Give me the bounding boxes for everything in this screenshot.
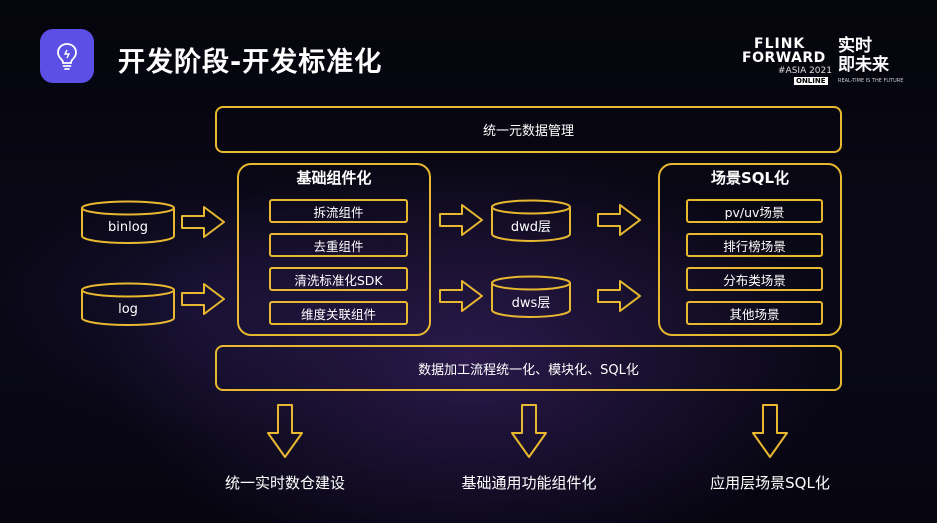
arrow-down-icon (511, 404, 547, 458)
component-group-title: 基础组件化 (296, 169, 372, 187)
outcome-label: 统一实时数仓建设 (224, 474, 345, 492)
component-item: 清洗标准化SDK (269, 267, 408, 291)
dwd-layer-label: dwd层 (510, 219, 552, 235)
logo-line4: ONLINE (794, 77, 828, 85)
arrow-down-icon (267, 404, 303, 458)
log-source-cylinder (81, 282, 175, 326)
logo-cn2: 即未来 (838, 55, 889, 75)
component-item: 拆流组件 (269, 199, 408, 223)
component-group-frame (237, 163, 431, 336)
outcome-label: 应用层场景SQL化 (710, 474, 830, 492)
sql-item: 分布类场景 (686, 267, 823, 291)
logo-line3: #ASIA 2021 (778, 66, 832, 76)
logo-tagline: REAL-TIME IS THE FUTURE (838, 78, 904, 84)
arrow-right-icon (181, 206, 225, 238)
arrow-right-icon (597, 204, 641, 236)
logo-line2: FORWARD (742, 50, 826, 66)
arrow-right-icon (439, 280, 483, 312)
sql-group-frame (658, 163, 842, 336)
arrow-right-icon (597, 280, 641, 312)
binlog-label: binlog (108, 219, 148, 235)
log-label: log (118, 301, 138, 317)
arrow-down-icon (752, 404, 788, 458)
page-title: 开发阶段-开发标准化 (118, 47, 383, 78)
sql-item: 排行榜场景 (686, 233, 823, 257)
processing-standardization-label: 数据加工流程统一化、模块化、SQL化 (418, 362, 639, 378)
arrow-right-icon (439, 204, 483, 236)
processing-standardization-bar (215, 345, 842, 391)
metadata-management-bar (215, 106, 842, 153)
component-item: 维度关联组件 (269, 301, 408, 325)
dws-layer-cylinder (491, 275, 571, 318)
arrow-right-icon (181, 283, 225, 315)
outcome-label: 基础通用功能组件化 (461, 474, 597, 492)
sql-group-title: 场景SQL化 (710, 169, 790, 187)
component-item: 去重组件 (269, 233, 408, 257)
binlog-source-cylinder (81, 200, 175, 244)
logo-line1: FLINK (754, 36, 806, 52)
dwd-layer-cylinder (491, 199, 571, 242)
flink-forward-logo: FLINK FORWARD #ASIA 2021 ONLINE 实时 即未来 R… (742, 36, 904, 89)
lightbulb-icon (40, 29, 94, 83)
dws-layer-label: dws层 (511, 295, 551, 311)
sql-item: pv/uv场景 (686, 199, 823, 223)
metadata-management-label: 统一元数据管理 (482, 124, 574, 139)
logo-cn1: 实时 (838, 36, 872, 56)
sql-item: 其他场景 (686, 301, 823, 325)
